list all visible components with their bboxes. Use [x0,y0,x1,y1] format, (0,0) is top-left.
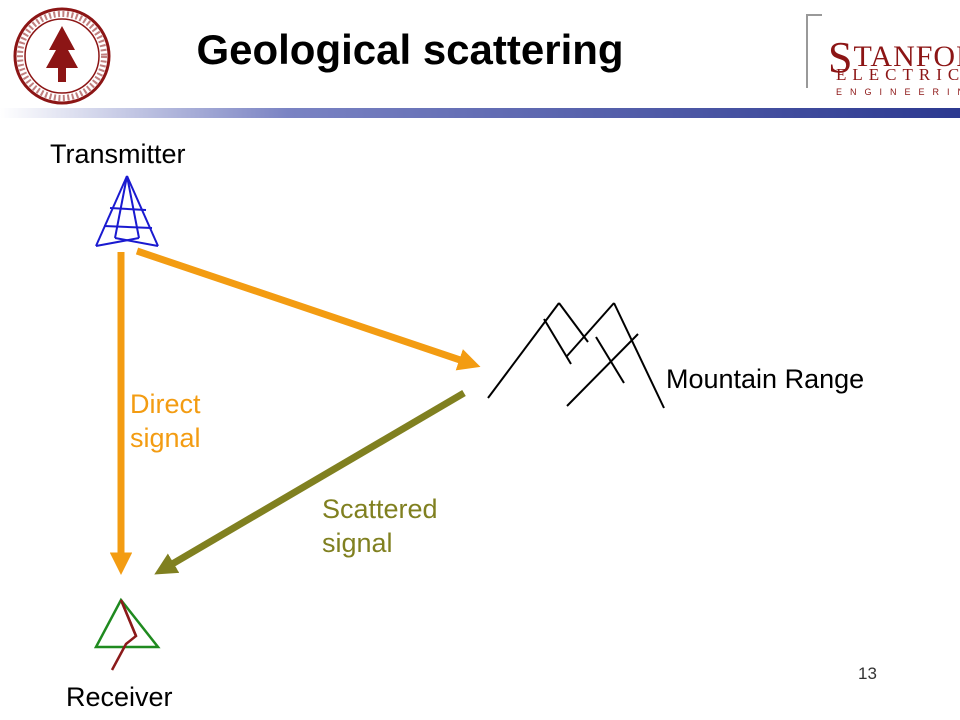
direct-signal-label: Direct signal [130,387,201,455]
receiver-antenna-icon [93,597,161,671]
page-number: 13 [858,664,877,683]
logo-wordmark: STANFORD [828,33,960,82]
logo-line-engineering: ENGINEERING [836,87,960,97]
scattered-signal-label-line1: Scattered [322,494,438,524]
scattered-signal-label-line2: signal [322,528,393,558]
logo-bracket [806,14,822,88]
stanford-seal-icon [13,7,111,105]
incident-signal-arrow [135,247,481,371]
transmitter-label: Transmitter [50,139,186,169]
stanford-ee-logo: STANFORD ELECTRICAL ENGINEERING [806,14,960,97]
slide-title: Geological scattering [196,26,624,73]
direct-signal-label-line2: signal [130,423,201,453]
direct-signal-label-line1: Direct [130,389,201,419]
mountain-range-label: Mountain Range [666,364,865,394]
scattered-signal-label: Scattered signal [322,492,438,560]
header-rule [0,108,960,118]
scattered-signal-arrow [154,389,466,575]
transmitter-tower-icon [95,175,159,247]
mountain-range-icon [487,302,665,409]
logo-line-electrical: ELECTRICAL [836,65,960,84]
receiver-label: Receiver [66,682,173,712]
